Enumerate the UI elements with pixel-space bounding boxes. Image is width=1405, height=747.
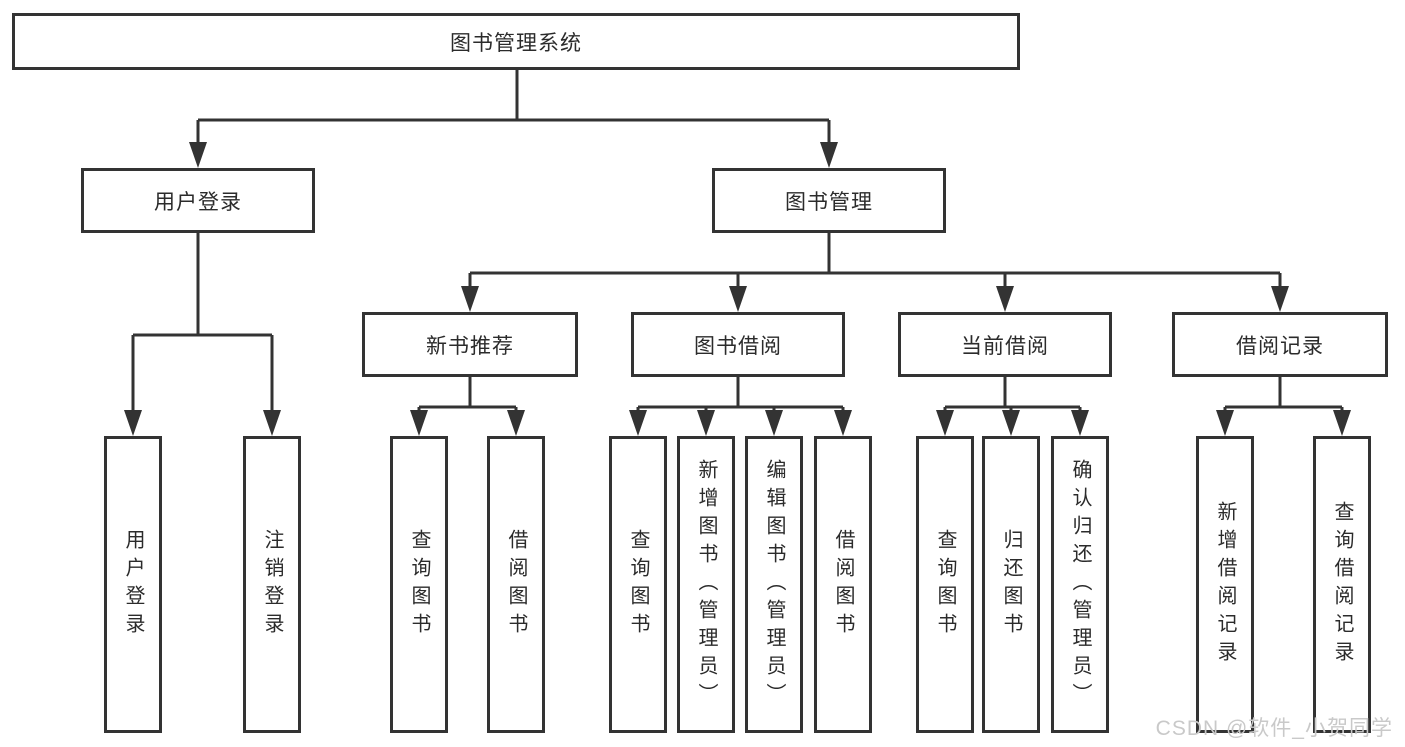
node-borrow-records-label: 借阅记录: [1236, 334, 1324, 358]
node-current-borrow-label: 当前借阅: [961, 334, 1049, 358]
node-root: 图书管理系统: [12, 13, 1020, 70]
leaf-borrow-books-recommend-label: 借阅图书: [505, 528, 527, 641]
leaf-user-login-label: 用户登录: [122, 528, 144, 641]
node-new-book-recommend-label: 新书推荐: [426, 334, 514, 358]
node-user-login: 用户登录: [81, 168, 315, 233]
leaf-query-books-recommend: 查询图书: [390, 436, 448, 733]
leaf-query-books-borrow-label: 查询图书: [627, 528, 649, 641]
csdn-watermark: CSDN @软件_小贺同学: [1155, 717, 1393, 740]
leaf-edit-book-admin-label: 编辑图书（管理员）: [763, 458, 785, 711]
leaf-return-book: 归还图书: [982, 436, 1040, 733]
leaf-query-borrow-record-label: 查询借阅记录: [1331, 500, 1353, 669]
leaf-query-borrow-record: 查询借阅记录: [1313, 436, 1371, 733]
leaf-query-books-current: 查询图书: [916, 436, 974, 733]
node-user-login-label: 用户登录: [154, 190, 242, 214]
node-book-management-label: 图书管理: [785, 190, 873, 214]
leaf-user-login: 用户登录: [104, 436, 162, 733]
leaf-add-book-admin: 新增图书（管理员）: [677, 436, 735, 733]
leaf-logout-label: 注销登录: [261, 528, 283, 641]
leaf-confirm-return-admin: 确认归还（管理员）: [1051, 436, 1109, 733]
node-borrow-records: 借阅记录: [1172, 312, 1388, 377]
leaf-query-books-borrow: 查询图书: [609, 436, 667, 733]
node-book-borrow: 图书借阅: [631, 312, 845, 377]
leaf-confirm-return-admin-label: 确认归还（管理员）: [1069, 458, 1091, 711]
node-new-book-recommend: 新书推荐: [362, 312, 578, 377]
node-book-borrow-label: 图书借阅: [694, 334, 782, 358]
node-current-borrow: 当前借阅: [898, 312, 1112, 377]
leaf-borrow-books-label: 借阅图书: [832, 528, 854, 641]
leaf-query-books-current-label: 查询图书: [934, 528, 956, 641]
leaf-add-book-admin-label: 新增图书（管理员）: [695, 458, 717, 711]
leaf-logout: 注销登录: [243, 436, 301, 733]
leaf-return-book-label: 归还图书: [1000, 528, 1022, 641]
leaf-add-borrow-record: 新增借阅记录: [1196, 436, 1254, 733]
node-root-label: 图书管理系统: [450, 31, 582, 55]
leaf-edit-book-admin: 编辑图书（管理员）: [745, 436, 803, 733]
node-book-management: 图书管理: [712, 168, 946, 233]
leaf-borrow-books-recommend: 借阅图书: [487, 436, 545, 733]
leaf-query-books-recommend-label: 查询图书: [408, 528, 430, 641]
leaf-borrow-books: 借阅图书: [814, 436, 872, 733]
leaf-add-borrow-record-label: 新增借阅记录: [1214, 500, 1236, 669]
